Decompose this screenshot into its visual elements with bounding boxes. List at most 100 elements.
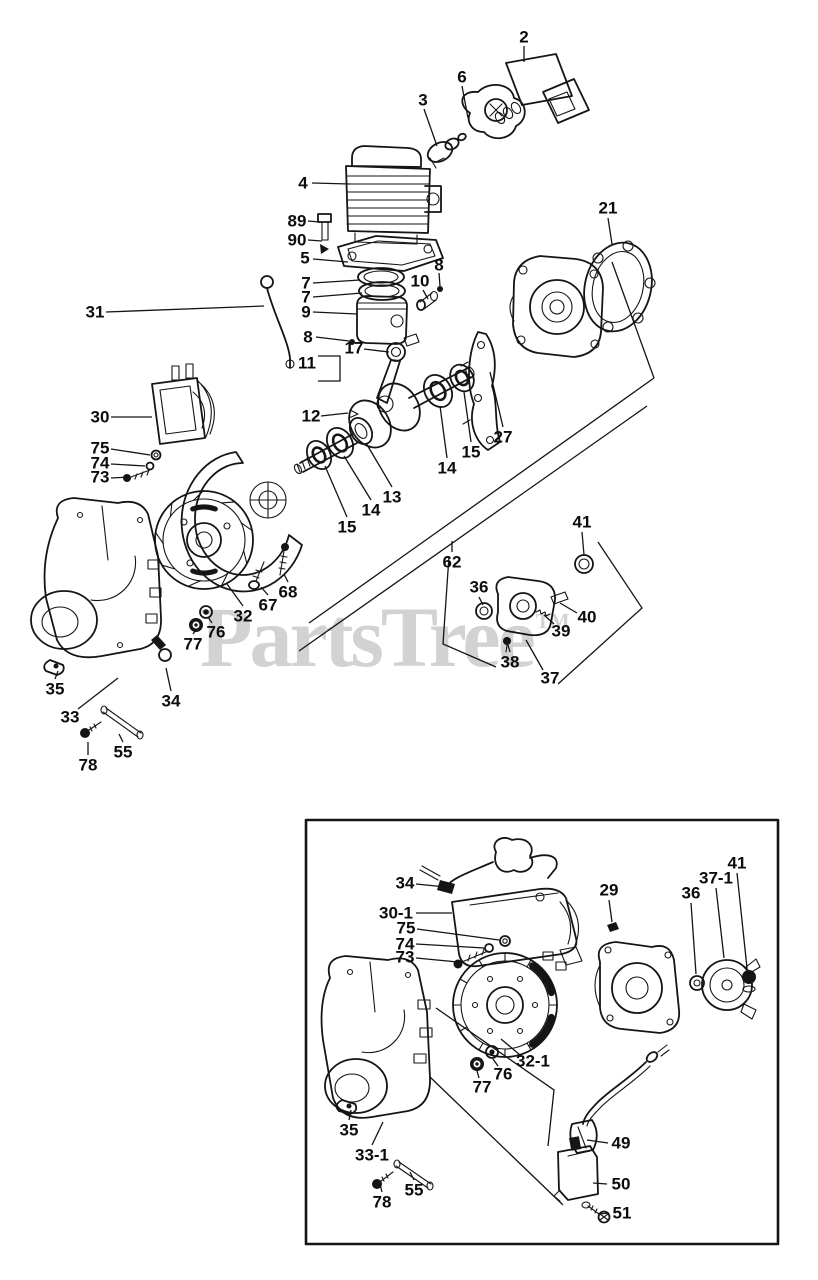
- part-label-36: 36: [470, 578, 489, 597]
- part-label-36: 36: [682, 884, 701, 903]
- leader-line-41: [736, 872, 748, 969]
- part-label-37: 37: [541, 669, 560, 688]
- part-label-7: 7: [301, 274, 310, 293]
- leader-line-41: [581, 531, 585, 556]
- leader-line-55: [118, 733, 124, 743]
- part-label-15: 15: [338, 518, 357, 537]
- crankcase-assembly: [30, 497, 162, 659]
- part-label-14: 14: [362, 501, 381, 520]
- leader-line-36: [690, 902, 697, 975]
- leader-line-77: [192, 629, 197, 635]
- leader-line-13: [365, 442, 393, 488]
- part-label-77: 77: [184, 635, 203, 654]
- washer-76: [199, 605, 213, 619]
- starter-grip: [446, 837, 558, 887]
- bolt-78: [80, 721, 102, 738]
- clutch-shoe: [43, 659, 65, 676]
- part-label-89: 89: [288, 212, 307, 231]
- part-label-78: 78: [373, 1193, 392, 1212]
- bracket-line: [429, 1076, 564, 1206]
- leader-line-50: [592, 1182, 608, 1185]
- watermark-text: PartsTree: [200, 589, 536, 685]
- part-label-10: 10: [411, 272, 430, 291]
- woodruff-key: [348, 409, 359, 419]
- part-label-68: 68: [279, 583, 298, 602]
- part-label-13: 13: [383, 488, 402, 507]
- part-label-73: 73: [91, 468, 110, 487]
- piston: [356, 295, 408, 345]
- base-gasket: [337, 235, 444, 272]
- part-label-74: 74: [396, 935, 415, 954]
- leader-line-33: [77, 677, 119, 710]
- crankcase-half: [509, 255, 604, 358]
- part-label-55: 55: [405, 1181, 424, 1200]
- leader-line-75: [110, 448, 151, 456]
- bracket-line: [442, 555, 497, 668]
- bracket-line: [308, 377, 655, 624]
- leader-line-89: [307, 220, 321, 223]
- part-label-62: 62: [443, 553, 462, 572]
- coil-screws: [123, 449, 162, 482]
- part-label-15: 15: [462, 443, 481, 462]
- part-label-78: 78: [79, 756, 98, 775]
- top-part-labels: 2634899057798108171112313075747321271514…: [46, 28, 618, 775]
- leader-line-15: [463, 391, 472, 443]
- leader-line-29: [608, 899, 613, 923]
- ignition-coil: [151, 363, 215, 445]
- leader-line-38: [507, 644, 511, 653]
- muffler-assembly: [494, 53, 590, 125]
- leader-line-33-1: [371, 1121, 384, 1146]
- leader-line-49: [586, 1139, 609, 1144]
- case-gasket: [583, 240, 656, 333]
- leader-line-67: [260, 586, 269, 596]
- bracket-line: [557, 541, 643, 685]
- leader-line-15: [324, 465, 348, 518]
- nut-77b: [470, 1057, 484, 1071]
- part-label-76: 76: [207, 623, 226, 642]
- leader-line-74: [110, 463, 146, 467]
- part-label-6: 6: [457, 68, 466, 87]
- part-label-3: 3: [418, 91, 427, 110]
- part-label-40: 40: [578, 608, 597, 627]
- part-label-7: 7: [301, 288, 310, 307]
- part-label-8: 8: [303, 328, 312, 347]
- oiler-assembly: [475, 554, 594, 653]
- part-label-30: 30: [91, 408, 110, 427]
- bracket-line: [298, 405, 648, 652]
- bottom-leader-lines: [348, 872, 748, 1215]
- leader-line-78: [379, 1183, 383, 1193]
- part-label-27: 27: [494, 428, 513, 447]
- leader-line-35: [348, 1109, 352, 1121]
- leader-line-9: [312, 311, 358, 315]
- part-label-2: 2: [519, 28, 528, 47]
- part-label-17: 17: [345, 339, 364, 358]
- leader-line-14: [343, 455, 372, 501]
- piston-rings: [357, 267, 406, 301]
- nut-77: [189, 618, 203, 632]
- top-leader-lines: [54, 46, 655, 755]
- leader-line-39: [543, 614, 555, 625]
- part-label-37-1: 37-1: [699, 869, 733, 888]
- leader-line-75: [416, 928, 500, 941]
- part-label-77: 77: [473, 1078, 492, 1097]
- leader-line-90: [307, 239, 323, 242]
- part-label-76: 76: [494, 1065, 513, 1084]
- flywheel: [154, 490, 254, 590]
- leader-line-31: [105, 305, 265, 313]
- part-label-49: 49: [612, 1134, 631, 1153]
- part-label-14: 14: [438, 459, 457, 478]
- bracket-line: [611, 261, 655, 379]
- part-label-21: 21: [599, 199, 618, 218]
- spark-plug: [426, 132, 467, 169]
- leader-line-10: [422, 289, 429, 300]
- ignition-module: [553, 1136, 599, 1202]
- part-label-41: 41: [573, 513, 592, 532]
- detail-box: [304, 818, 780, 1246]
- leader-line-14: [439, 405, 448, 459]
- leader-line-34: [165, 667, 172, 692]
- part-label-32-1: 32-1: [516, 1052, 550, 1071]
- leader-line-7: [312, 292, 363, 298]
